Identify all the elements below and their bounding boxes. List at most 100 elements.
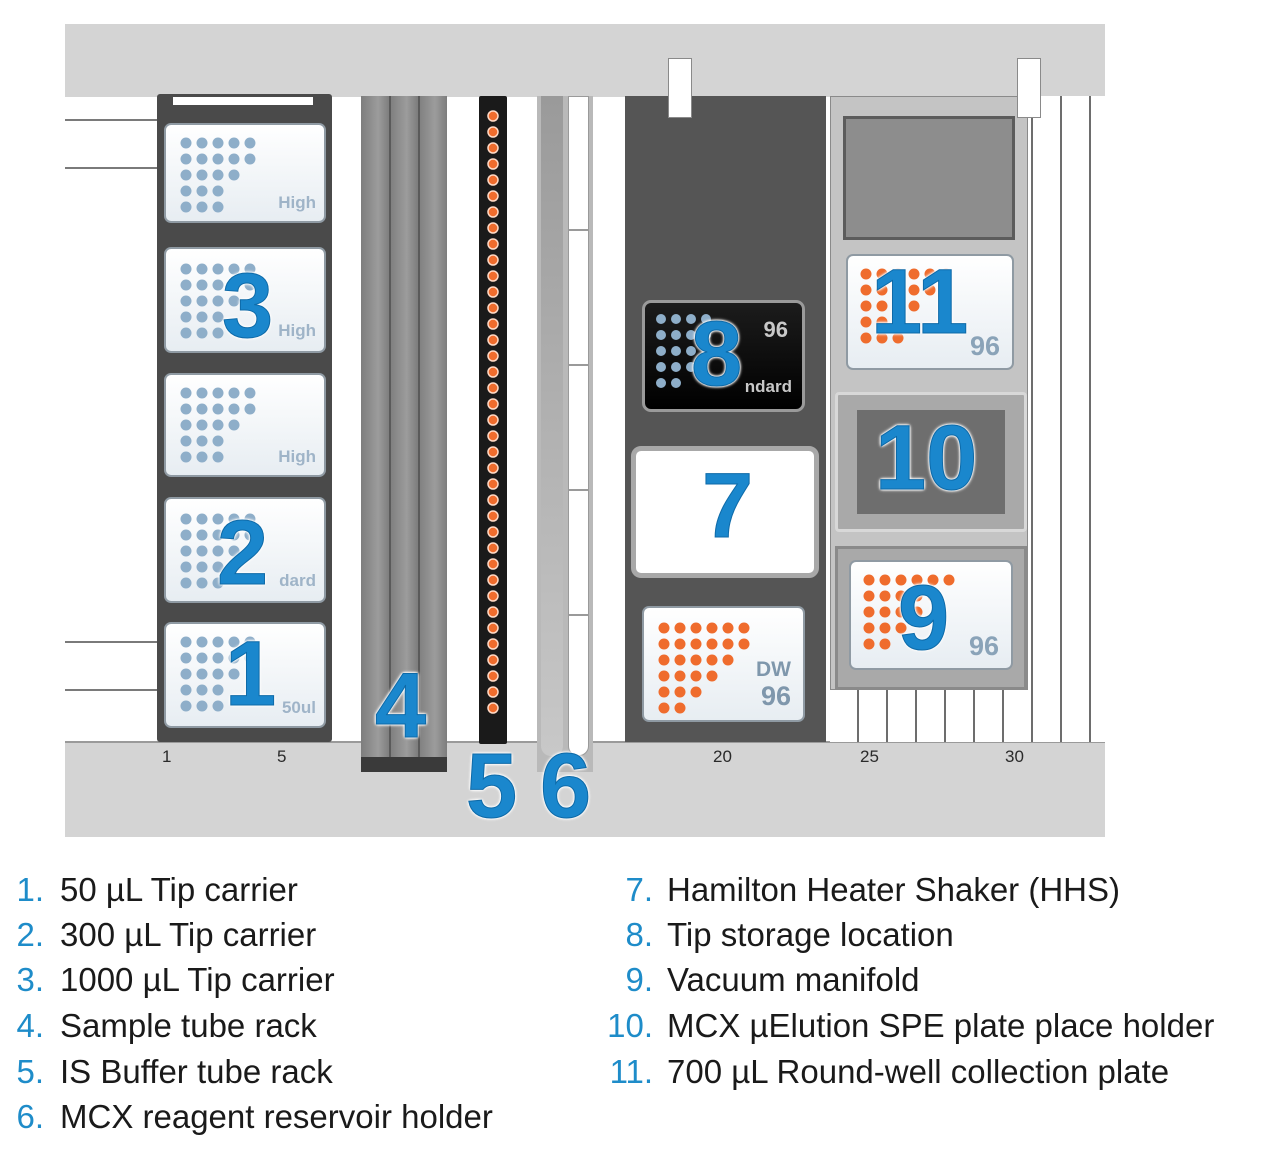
tip-dots-icon (656, 314, 711, 388)
plate-label: 96 (763, 317, 788, 342)
legend-item: 3. 1000 µL Tip carrier (0, 961, 335, 998)
tip-rack-high-b: High (164, 247, 326, 353)
legend-number: 3. (16, 961, 44, 998)
reservoir-channel (541, 96, 563, 756)
rack-divider (389, 96, 391, 772)
position-number-7: 7 (701, 455, 754, 557)
sample-tube-rack (361, 96, 447, 772)
tip-rack-standard: dard (164, 497, 326, 603)
manifold-top-plate (843, 116, 1015, 240)
legend-item: 10. MCX µElution SPE plate place holder (605, 1009, 1214, 1042)
legend-item: 4. Sample tube rack (0, 1007, 317, 1044)
legend-text: 1000 µL Tip carrier (60, 961, 335, 998)
position-number-2: 2 (216, 502, 269, 604)
legend-number: 5. (16, 1053, 44, 1090)
plate-label: High (278, 321, 316, 340)
plate-label: 96 (760, 681, 791, 711)
deep-well-plate: DW 96 (642, 606, 805, 722)
ruler-label: 1 (162, 747, 172, 766)
carrier-clip (1017, 58, 1041, 118)
well-dots-icon (863, 574, 955, 650)
position-number-8: 8 (690, 303, 743, 405)
tip-rack-50ul: 50ul (164, 622, 326, 728)
position-number-5: 5 (465, 735, 518, 837)
legend-item: 11. 700 µL Round-well collection plate (605, 1053, 1170, 1090)
reservoir-channel (568, 96, 589, 756)
ruler-label: 25 (860, 747, 879, 766)
position-number-10: 10 (874, 407, 978, 509)
legend-text: 700 µL Round-well collection plate (667, 1053, 1170, 1090)
tip-dots-icon (180, 387, 256, 463)
heater-shaker (631, 446, 819, 578)
tip-rack-high-c: High (164, 373, 326, 477)
buffer-tubes-icon (487, 110, 499, 714)
reservoir-divider (568, 364, 589, 366)
plate-label: DW (756, 658, 791, 681)
position-number-1: 1 (224, 623, 277, 725)
legend-text: Tip storage location (667, 916, 954, 953)
rail-line (65, 641, 157, 643)
legend-number: 8. (625, 916, 653, 953)
legend-number: 10. (607, 1007, 653, 1044)
position-number-6: 6 (539, 735, 592, 837)
legend-item: 6. MCX reagent reservoir holder (0, 1098, 493, 1135)
plate-label: High (278, 193, 316, 212)
tip-storage-plate: 96 ndard (642, 300, 805, 412)
legend-item: 2. 300 µL Tip carrier (0, 918, 316, 951)
deck-layout: High High High (65, 24, 1105, 837)
tip-dots-icon (180, 513, 256, 589)
carrier-clip (668, 58, 692, 118)
ruler-label: 20 (713, 747, 732, 766)
well-dots-icon (860, 268, 952, 344)
ruler-label: 30 (1005, 747, 1024, 766)
legend-text: 50 µL Tip carrier (60, 871, 298, 908)
carrier-handle (173, 97, 313, 105)
position-number-3: 3 (221, 255, 274, 357)
tip-dots-icon (180, 137, 256, 213)
legend-text: MCX µElution SPE plate place holder (667, 1007, 1215, 1044)
position-number-9: 9 (897, 567, 950, 669)
vacuum-manifold-plate: 96 (849, 560, 1013, 670)
reservoir-divider (568, 489, 589, 491)
legend-number: 11. (609, 1053, 653, 1090)
position-number-4: 4 (374, 655, 427, 757)
legend-number: 6. (16, 1098, 44, 1135)
legend-number: 2. (16, 916, 44, 953)
tip-dots-icon (180, 263, 256, 339)
plate-label: High (278, 447, 316, 466)
plate-label: ndard (744, 377, 792, 396)
collection-plate: 96 (846, 254, 1014, 370)
plate-label: 50ul (281, 698, 316, 717)
legend-number: 9. (625, 961, 653, 998)
legend-text: IS Buffer tube rack (60, 1053, 333, 1090)
legend-text: Hamilton Heater Shaker (HHS) (667, 871, 1120, 908)
legend-number: 1. (16, 871, 44, 908)
legend-text: 300 µL Tip carrier (60, 916, 317, 953)
reservoir-divider (568, 229, 589, 231)
legend-number: 4. (16, 1007, 44, 1044)
legend-item: 5. IS Buffer tube rack (0, 1053, 333, 1090)
position-number-11: 11 (870, 251, 969, 353)
plate-label: dard (279, 571, 316, 590)
legend-text: Vacuum manifold (667, 961, 920, 998)
legend-item: 7. Hamilton Heater Shaker (HHS) (605, 873, 1120, 906)
legend-item: 1. 50 µL Tip carrier (0, 871, 298, 908)
legend-text: MCX reagent reservoir holder (60, 1098, 493, 1135)
plate-label: 96 (969, 331, 1000, 361)
well-dots-icon (658, 622, 750, 714)
rack-divider (418, 96, 420, 772)
spe-plate-slot (857, 410, 1005, 514)
legend-item: 8. Tip storage location (605, 916, 954, 953)
rail-line (65, 119, 157, 121)
ruler-label: 5 (277, 747, 287, 766)
legend-number: 7. (625, 871, 653, 908)
rail-line (65, 689, 157, 691)
tip-rack-high-a: High (164, 123, 326, 223)
tip-dots-icon (180, 636, 256, 712)
rail-line (65, 167, 157, 169)
legend-item: 9. Vacuum manifold (605, 961, 920, 998)
rack-foot (361, 757, 447, 772)
reservoir-divider (568, 614, 589, 616)
plate-label: 96 (968, 631, 999, 661)
legend-text: Sample tube rack (60, 1007, 317, 1044)
